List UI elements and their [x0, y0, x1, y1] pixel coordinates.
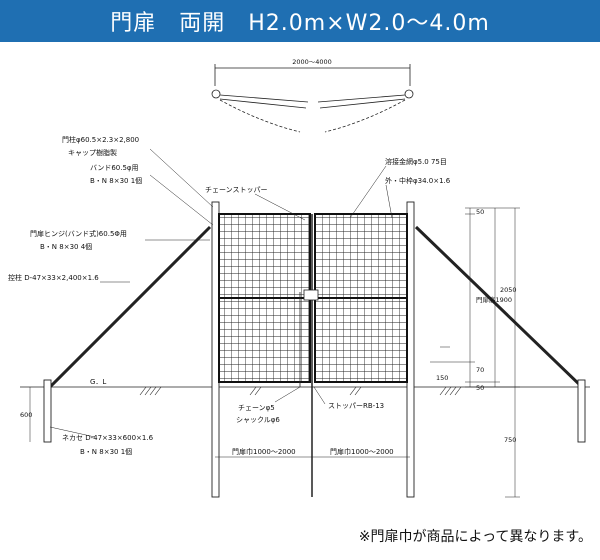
gate-technical-drawing: 2000〜4000 G．L	[8, 58, 590, 498]
brace-label: 控柱 D-47×33×2,400×1.6	[8, 273, 99, 282]
dim-750: 750	[504, 436, 516, 444]
left-gate-leaf	[218, 213, 311, 383]
right-brace	[414, 225, 584, 389]
chain-label: チェーンφ5	[238, 404, 275, 412]
left-gate-post	[211, 201, 220, 498]
plan-width-label: 2000〜4000	[292, 58, 332, 66]
page-title: 門扉 両開 H2.0m×W2.0〜4.0m	[110, 11, 490, 36]
latch	[303, 289, 319, 301]
right-gate-post	[406, 201, 415, 498]
dim-gate-height: 門扉高1900	[476, 295, 512, 304]
stopper-label: ストッパーRB-13	[328, 402, 384, 410]
leaf-width-right-label: 門扉巾1000〜2000	[330, 447, 394, 456]
leaf-width-left-label: 門扉巾1000〜2000	[232, 447, 296, 456]
left-brace	[48, 225, 212, 389]
mesh-label: 溶接金網φ5.0 75目	[385, 157, 447, 166]
height-dimensions	[29, 207, 520, 498]
dim-150: 150	[436, 374, 448, 382]
shackle-label: シャックルφ6	[236, 416, 280, 424]
neck-bolt-label: B・N 8×30 1個	[80, 447, 132, 456]
dim-600: 600	[20, 411, 32, 419]
band-bolt-label: B・N 8×30 1個	[90, 176, 142, 185]
hinge-bolt-label: B・N 8×30 4個	[40, 242, 92, 251]
footer-note: ※門扉巾が商品によって異なります。	[358, 529, 592, 545]
title-banner: 門扉 両開 H2.0m×W2.0〜4.0m	[0, 0, 600, 42]
neck-label: ネカセ D-47×33×600×1.6	[62, 434, 154, 442]
dim-50-top: 50	[476, 208, 484, 216]
ground-hatching	[139, 386, 462, 396]
band-label: バンド60.5φ用	[90, 164, 139, 172]
chain-stopper-label: チェーンストッパー	[205, 186, 268, 194]
dim-70: 70	[476, 366, 484, 374]
post-label: 門柱φ60.5×2.3×2,800	[62, 135, 139, 144]
plan-left-post	[211, 89, 221, 99]
gl-label: G．L	[90, 378, 106, 386]
plan-view	[211, 64, 414, 133]
dim-2050: 2050	[500, 286, 517, 294]
cap-label: キャップ樹脂製	[68, 148, 117, 157]
leader-lines	[49, 148, 393, 438]
frame-label: 外・中枠φ34.0×1.6	[385, 176, 451, 185]
plan-right-post	[404, 89, 414, 99]
right-anchor	[577, 379, 586, 443]
right-gate-leaf	[314, 213, 408, 383]
hinge-label: 門扉ヒンジ(バンド式)60.5Φ用	[30, 229, 127, 238]
left-anchor	[43, 379, 52, 443]
dim-50-bottom: 50	[476, 384, 484, 392]
